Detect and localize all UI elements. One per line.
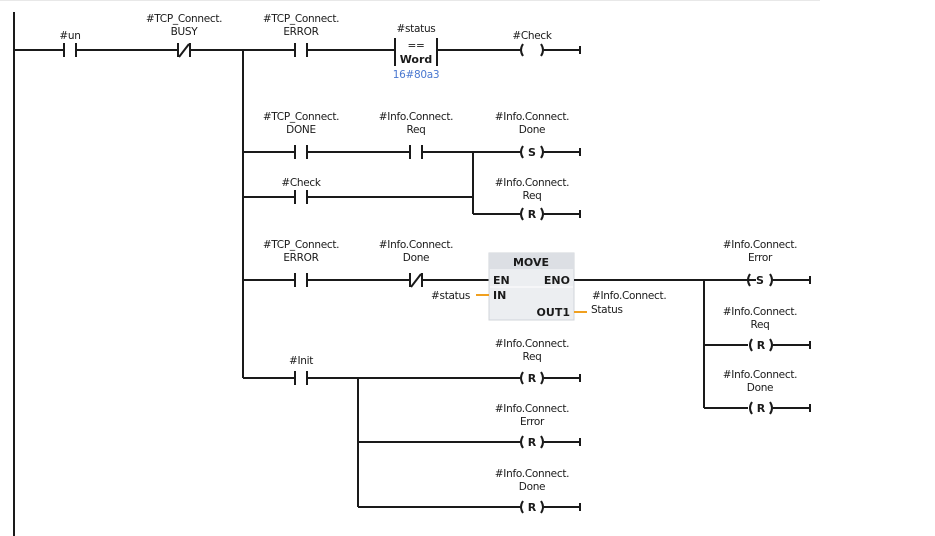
contact-label: #TCP_Connect.	[263, 111, 339, 123]
contact-label: ERROR	[283, 26, 318, 38]
coil-type: R	[757, 339, 766, 352]
compare-operand: #status	[397, 23, 436, 35]
contact-label: #Info.Connect.	[379, 239, 453, 251]
contact-label: Done	[403, 252, 429, 264]
coil-label: #Info.Connect.	[495, 338, 569, 350]
coil-label: #Info.Connect.	[495, 111, 569, 123]
contact-tcp-error[interactable]: #TCP_Connect. ERROR	[263, 13, 339, 57]
move-out-operand[interactable]: #Info.Connect.	[592, 290, 667, 302]
contact-tcp-error-2[interactable]: #TCP_Connect. ERROR	[263, 239, 339, 287]
contact-tcp-busy-nc[interactable]: #TCP_Connect. BUSY	[146, 13, 222, 58]
contact-label: BUSY	[171, 26, 199, 38]
coil-label: Error	[520, 416, 545, 428]
negation-slash	[178, 43, 190, 58]
move-out-operand[interactable]: Status	[591, 304, 623, 316]
contact-label: DONE	[286, 124, 316, 136]
contact-label: #TCP_Connect.	[263, 13, 339, 25]
coil-reset-info-req[interactable]: R #Info.Connect. Req	[495, 177, 570, 221]
contact-info-done-nc[interactable]: #Info.Connect. Done	[379, 239, 453, 288]
contact-label: #un	[59, 30, 80, 42]
contact-label: #TCP_Connect.	[263, 239, 339, 251]
coil-set-info-done[interactable]: S #Info.Connect. Done	[495, 111, 570, 159]
coil-reset-info-done[interactable]: R #Info.Connect. Done	[723, 369, 798, 415]
coil-type: R	[757, 402, 766, 415]
coil-label: Done	[747, 382, 773, 394]
contact-info-req[interactable]: #Info.Connect. Req	[379, 111, 453, 159]
top-border	[0, 0, 820, 1]
contact-label: #Check	[281, 177, 322, 189]
contact-tcp-done[interactable]: #TCP_Connect. DONE	[263, 111, 339, 159]
move-en: EN	[493, 274, 510, 287]
coil-label: Req	[522, 351, 541, 363]
coil-type: R	[528, 372, 537, 385]
contact-label: Req	[406, 124, 425, 136]
negation-slash	[410, 273, 422, 288]
coil-check[interactable]: #Check	[512, 30, 553, 57]
move-header	[489, 253, 574, 269]
compare-type: Word	[400, 53, 433, 66]
move-out1: OUT1	[537, 306, 570, 319]
rung-1: #un #TCP_Connect. BUSY #TCP_Connect. ERR…	[14, 13, 581, 81]
rung-2: #TCP_Connect. DONE #Info.Connect. Req S …	[243, 111, 581, 221]
rung-3: #TCP_Connect. ERROR #Info.Connect. Done …	[243, 239, 811, 415]
coil-label: Req	[522, 190, 541, 202]
coil-reset-info-done-2[interactable]: R #Info.Connect. Done	[495, 468, 570, 514]
coil-reset-info-req[interactable]: R #Info.Connect. Req	[723, 306, 798, 352]
contact-label: #Info.Connect.	[379, 111, 453, 123]
coil-label: #Info.Connect.	[495, 468, 569, 480]
compare-constant: 16#80a3	[393, 69, 440, 81]
coil-label: #Info.Connect.	[723, 306, 797, 318]
coil-type: S	[756, 274, 764, 287]
contact-label: #TCP_Connect.	[146, 13, 222, 25]
coil-label: #Info.Connect.	[723, 239, 797, 251]
contact-un[interactable]: #un	[59, 30, 81, 57]
coil-reset-info-error-2[interactable]: R #Info.Connect. Error	[495, 403, 570, 449]
move-block[interactable]: MOVE EN ENO IN OUT1	[488, 252, 575, 321]
coil-type: R	[528, 501, 537, 514]
coil-reset-info-req-2[interactable]: R #Info.Connect. Req	[495, 338, 570, 385]
coil-label: Done	[519, 481, 545, 493]
coil-label: Error	[748, 252, 773, 264]
contact-check[interactable]: #Check	[281, 177, 322, 204]
compare-equal-word[interactable]: #status == Word 16#80a3	[393, 23, 440, 81]
coil-label: #Info.Connect.	[495, 177, 569, 189]
compare-operator: ==	[408, 40, 425, 52]
contact-label: ERROR	[283, 252, 318, 264]
coil-label: #Check	[512, 30, 553, 42]
coil-type: R	[528, 436, 537, 449]
move-title: MOVE	[513, 256, 549, 269]
move-eno: ENO	[544, 274, 570, 287]
coil-type: R	[528, 208, 537, 221]
contact-init[interactable]: #Init	[289, 355, 314, 385]
move-in-operand[interactable]: #status	[431, 290, 470, 302]
rung-4: #Init R #Info.Connect. Req R #Info.Conne…	[243, 338, 581, 514]
coil-type: S	[528, 146, 536, 159]
coil-set-info-error[interactable]: S #Info.Connect. Error	[723, 239, 798, 287]
coil-label: #Info.Connect.	[723, 369, 797, 381]
move-in: IN	[493, 289, 506, 302]
coil-label: Req	[750, 319, 769, 331]
coil-label: #Info.Connect.	[495, 403, 569, 415]
coil-label: Done	[519, 124, 545, 136]
contact-label: #Init	[289, 355, 313, 367]
